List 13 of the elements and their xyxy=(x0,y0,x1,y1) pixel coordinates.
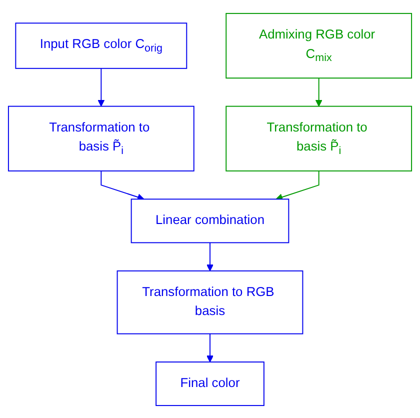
node-box: Admixing RGB color C$_{mix}$ xyxy=(226,12,412,78)
arrow xyxy=(206,332,214,362)
node-box: Transformation to basis P̃$_{i}$ xyxy=(8,105,194,171)
arrow xyxy=(100,170,144,200)
arrow xyxy=(206,242,214,271)
node-box: Linear combination xyxy=(130,198,290,243)
arrow xyxy=(276,170,320,200)
node-box: Input RGB color C$_{orig}$ xyxy=(15,22,188,68)
node-box: Transformation to basis P̃$_{i}$ xyxy=(226,105,412,171)
node-box: Final color xyxy=(156,361,264,406)
arrow xyxy=(98,67,105,106)
node-box: Transformation to RGB basis xyxy=(116,270,304,334)
arrow xyxy=(315,77,322,106)
